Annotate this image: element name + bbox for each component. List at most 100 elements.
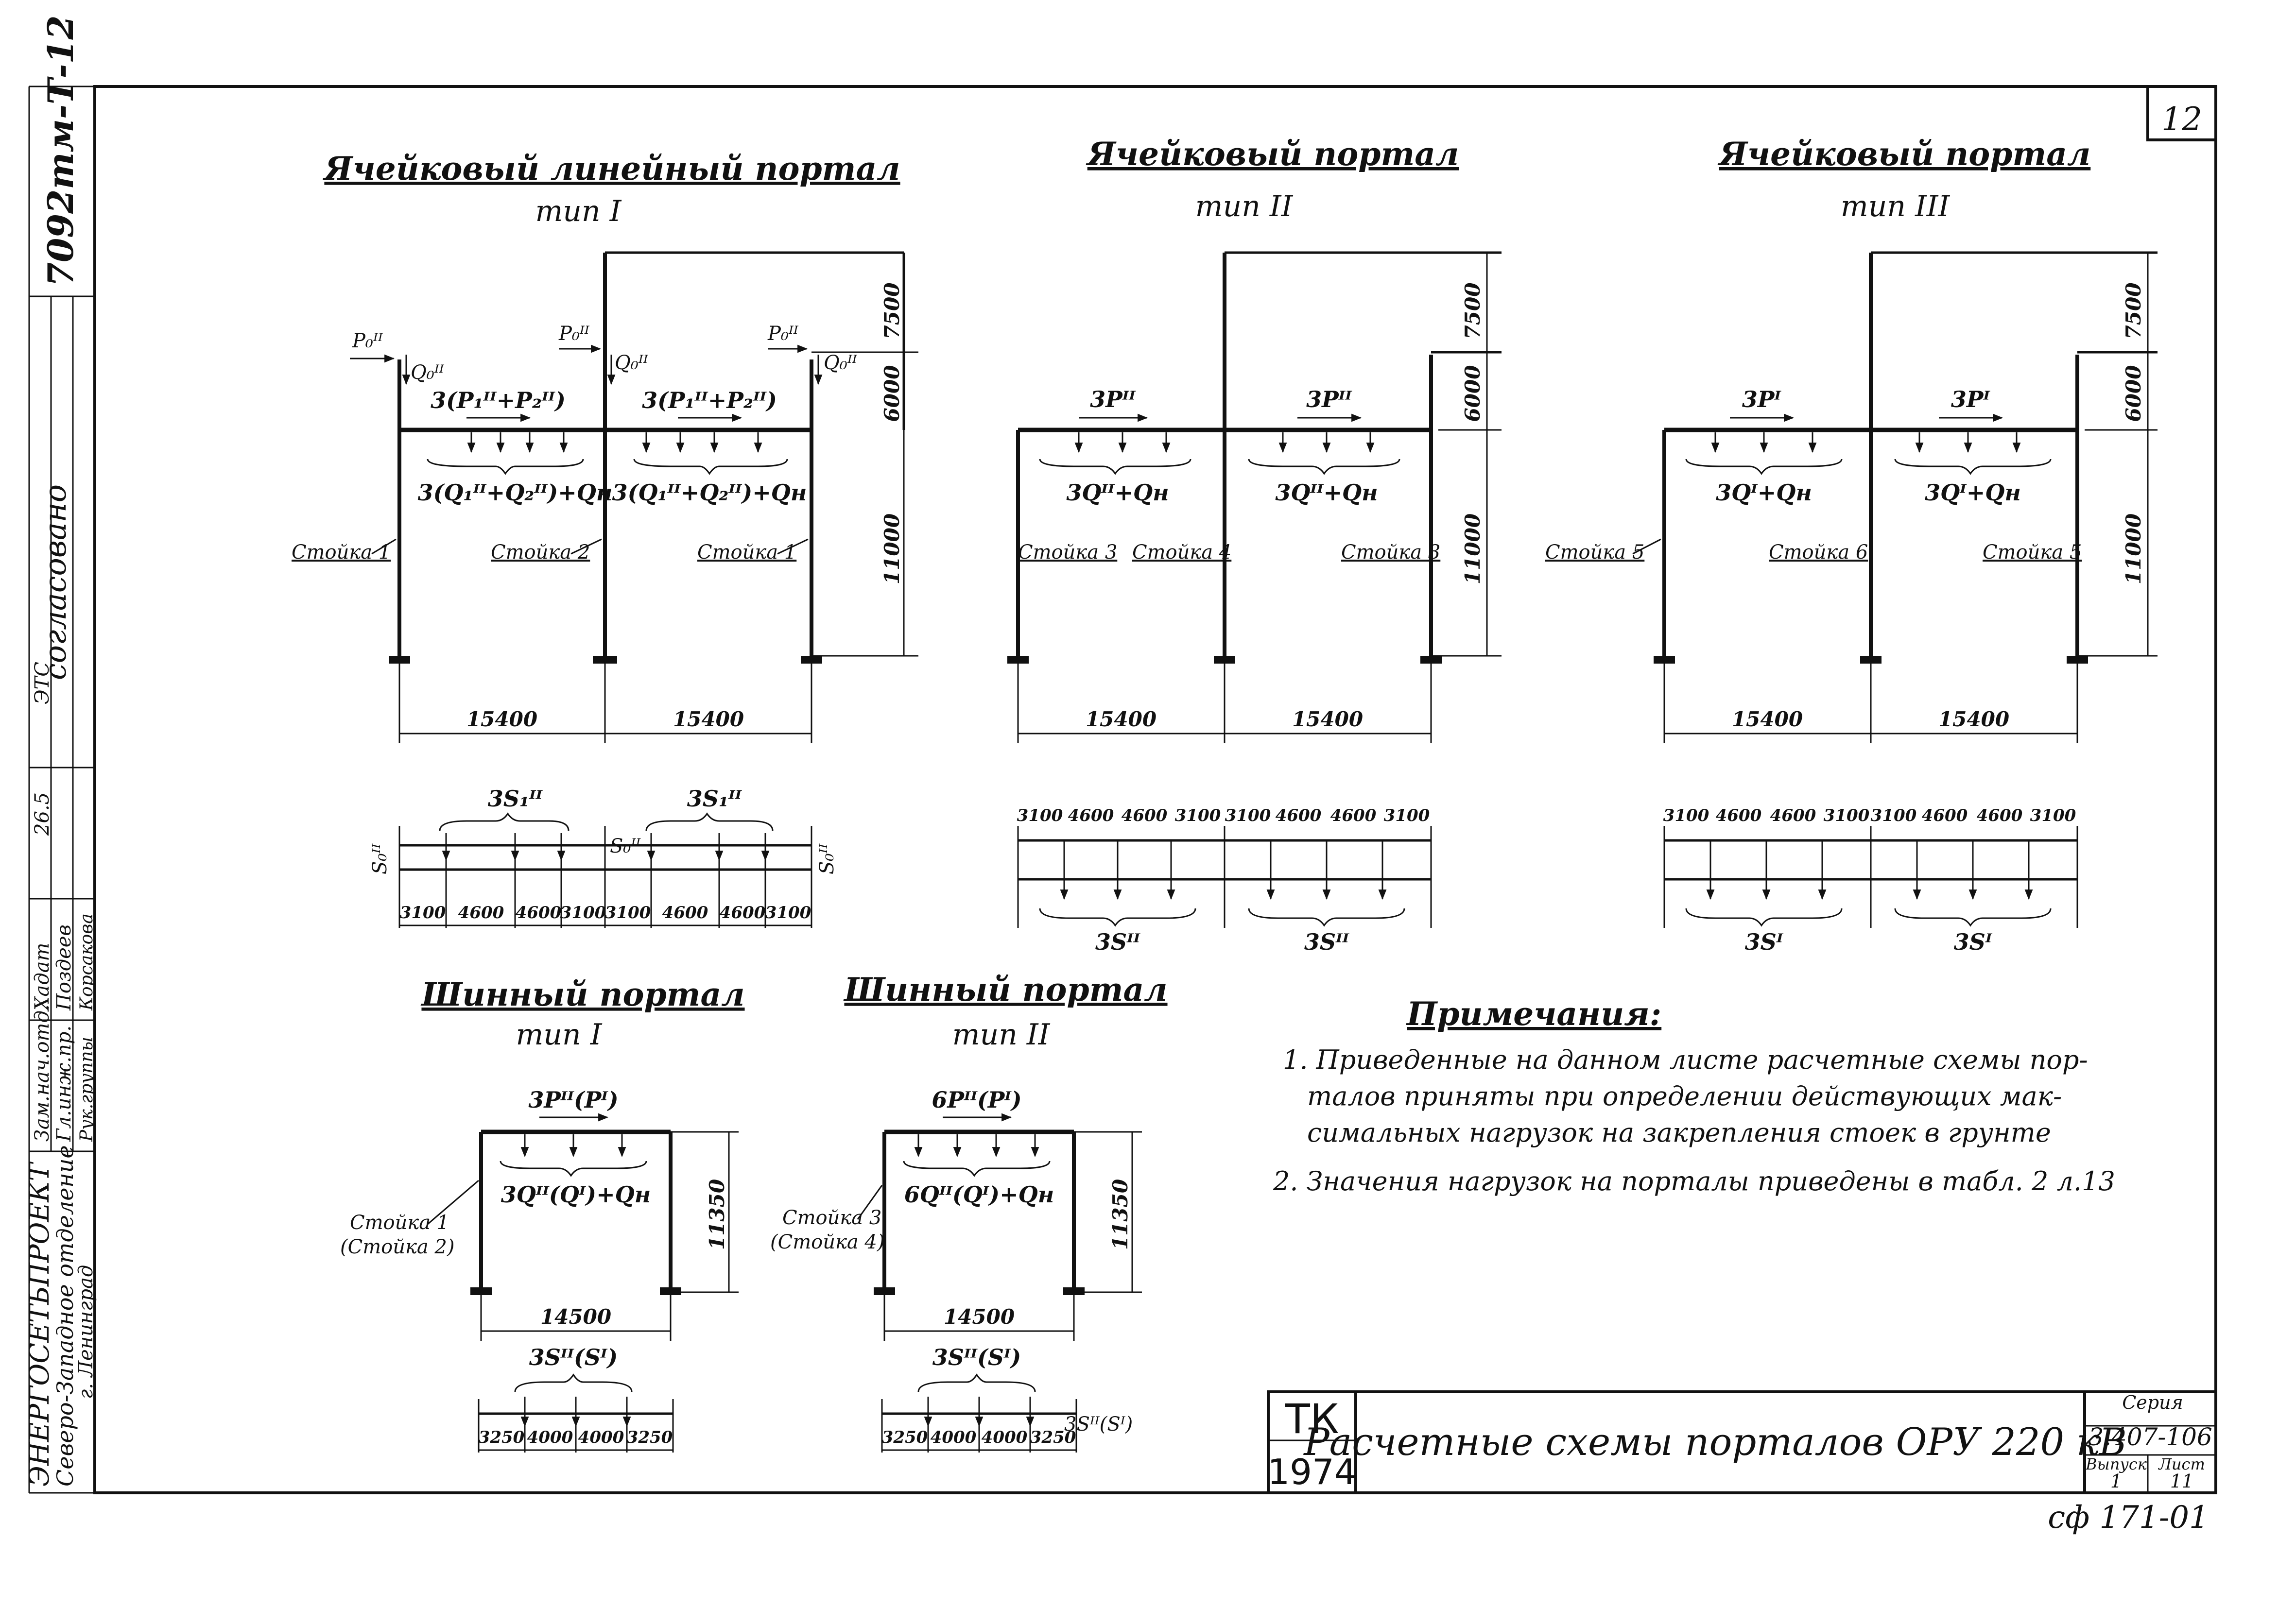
portal-3-title: Ячейковый портал xyxy=(1717,135,2091,173)
notes: Примечания: 1. Приведенные на данном лис… xyxy=(1273,995,2115,1197)
portal-1-plan-sp-3: 4600 xyxy=(516,903,562,923)
portal-2-plan-sp-2: 4600 xyxy=(1068,806,1114,825)
notes-line-2: талов приняты при определении действующи… xyxy=(1307,1081,2062,1111)
portal-2-beam-load-1: 3Рᴵᴵ xyxy=(1090,386,1136,412)
side-stamp: 7092тм-Т-12 согласовано 26.5 ЭТС Зам.нач… xyxy=(24,15,97,1494)
portal-3-dim-bottom: 11000 xyxy=(2122,513,2145,584)
tb-series: 3.407-106 xyxy=(2088,1423,2212,1451)
portal-3-plan-sp-8: 3100 xyxy=(2030,806,2076,825)
portal-2-plan-sp-5: 3100 xyxy=(1225,806,1271,825)
portal-2-plan-sp-8: 3100 xyxy=(1384,806,1430,825)
portal-1-dim-mid: 6000 xyxy=(880,365,904,422)
side-org-city: г. Ленинград xyxy=(75,1265,97,1399)
portal-1-title: Ячейковый линейный портал xyxy=(322,150,900,188)
portal-4-plan-sp-3: 4000 xyxy=(578,1428,624,1447)
portal-1-dim-top: 7500 xyxy=(880,283,904,340)
portal-1-beam-load-1: 3(Р₁ᴵᴵ+Р₂ᴵᴵ) xyxy=(431,387,566,413)
portal-3-beam-load-1: 3Рᴵ xyxy=(1742,386,1782,412)
portal-1-plan-sp-4: 3100 xyxy=(560,903,606,923)
side-org: ЭНЕРГОСЕТЬПРОЕКТ xyxy=(24,1161,55,1487)
portal-2-title: Ячейковый портал xyxy=(1086,135,1459,173)
portal-4-beam-load: 3Рᴵᴵ(Рᴵ) xyxy=(528,1087,618,1113)
portal-3-vert-load-2: 3Qᴵ+Qн xyxy=(1925,479,2021,506)
portal-3-post-2: Стойка 6 xyxy=(1769,541,1868,564)
page-number-box xyxy=(2146,85,2217,141)
portal-1-frame: Ячейковый линейный портал тип I 7500 600… xyxy=(292,150,918,743)
portal-2-dim-bottom: 11000 xyxy=(1461,513,1485,584)
side-role-1: Зам.нач.отд. xyxy=(31,1004,53,1142)
portal-3-post-3: Стойка 5 xyxy=(1983,541,2082,564)
portal-4-plan-load: 3Sᴵᴵ(Sᴵ) xyxy=(529,1344,618,1370)
portal-3-frame: Ячейковый портал тип III 7500 6000 11000… xyxy=(1545,135,2158,743)
portal-5-plan-sp-1: 3250 xyxy=(882,1428,928,1447)
title-block: ТК 1974 Расчетные схемы порталов ОРУ 220… xyxy=(1267,1390,2217,1536)
portal-2-dim-span2: 15400 xyxy=(1292,707,1363,731)
side-role-3: Рук.группы xyxy=(77,1037,97,1142)
portal-3-plan: 3Sᴵ 3Sᴵ 3100 4600 4600 3100 3100 4600 46… xyxy=(1663,806,2078,955)
portal-4-post-1: Стойка 1 xyxy=(350,1212,449,1234)
side-name-1: Хадат xyxy=(31,943,53,1012)
portal-1-p0-2: Р₀ᴵᴵ xyxy=(558,323,590,345)
portal-3-plan-sp-4: 3100 xyxy=(1824,806,1870,825)
portal-1-plan-s0-3: S₀ᴵᴵ xyxy=(816,843,838,874)
portal-5-plan-load: 3Sᴵᴵ(Sᴵ) xyxy=(932,1344,1021,1370)
portal-2-plan-sp-4: 3100 xyxy=(1175,806,1221,825)
portal-3-beam-load-2: 3Рᴵ xyxy=(1951,386,1991,412)
portal-3-plan-sp-1: 3100 xyxy=(1663,806,1709,825)
tb-year: 1974 xyxy=(1267,1452,1356,1492)
portal-3-dim-span1: 15400 xyxy=(1732,707,1803,731)
portal-2-plan: 3Sᴵᴵ 3Sᴵᴵ 3100 4600 4600 3100 3100 4600 … xyxy=(1017,806,1432,955)
notes-line-4: 2. Значения нагрузок на порталы приведен… xyxy=(1273,1166,2115,1197)
portal-3-type: тип III xyxy=(1841,189,1951,223)
portal-4-post-2: (Стойка 2) xyxy=(340,1236,455,1258)
portal-2-dim-span1: 15400 xyxy=(1086,707,1157,731)
page-number: 12 xyxy=(2161,101,2202,138)
portal-4-frame: Шинный портал тип I 11350 14500 3Рᴵᴵ(Рᴵ)… xyxy=(340,975,745,1341)
side-agreed: согласовано xyxy=(37,484,73,680)
portal-1-post-1: Стойка 1 xyxy=(292,541,391,564)
portal-5-plan-sp-3: 4000 xyxy=(982,1428,1028,1447)
portal-2-dim-top: 7500 xyxy=(1461,283,1485,340)
tb-series-label: Серия xyxy=(2122,1392,2183,1413)
tb-issue: 1 xyxy=(2110,1470,2122,1492)
portal-2-post-3: Стойка 3 xyxy=(1341,541,1440,564)
portal-3-plan-sp-2: 4600 xyxy=(1716,806,1762,825)
portal-5-dim-height: 11350 xyxy=(1108,1179,1132,1250)
portal-1-plan-load-1: 3S₁ᴵᴵ xyxy=(488,786,543,812)
portal-5-post-2: (Стойка 4) xyxy=(770,1231,885,1253)
tb-sheet: 11 xyxy=(2170,1470,2193,1492)
portal-1-beam-load-2: 3(Р₁ᴵᴵ+Р₂ᴵᴵ) xyxy=(642,387,777,413)
portal-3-dim-top: 7500 xyxy=(2122,283,2145,340)
portal-2-plan-sp-6: 4600 xyxy=(1276,806,1322,825)
portal-2-frame: Ячейковый портал тип II 7500 6000 11000 … xyxy=(1007,135,1502,743)
portal-1-plan-sp-7: 4600 xyxy=(720,903,766,923)
portal-1-plan-sp-2: 4600 xyxy=(458,903,504,923)
portal-5-post-1: Стойка 3 xyxy=(782,1207,881,1229)
portal-2-plan-load-2: 3Sᴵᴵ xyxy=(1304,929,1350,955)
portal-1-q0-1: Q₀ᴵᴵ xyxy=(411,361,445,384)
portal-4-plan-sp-2: 4000 xyxy=(527,1428,573,1447)
side-name-3: Корсакова xyxy=(77,913,97,1011)
portal-5-frame: Шинный портал тип II 11350 14500 6Рᴵᴵ(Рᴵ… xyxy=(770,971,1168,1341)
portal-2-plan-sp-7: 4600 xyxy=(1330,806,1377,825)
notes-line-1: 1. Приведенные на данном листе расчетные… xyxy=(1283,1044,2088,1075)
portal-2-type: тип II xyxy=(1195,189,1294,223)
side-date: 26.5 xyxy=(31,792,53,836)
portal-1-p0-1: Р₀ᴵᴵ xyxy=(352,330,383,352)
tb-title: Расчетные схемы порталов ОРУ 220 кВ xyxy=(1303,1420,2127,1464)
portal-2-dim-mid: 6000 xyxy=(1461,365,1485,422)
portal-3-plan-sp-5: 3100 xyxy=(1871,806,1917,825)
portal-5-beam-load: 6Рᴵᴵ(Рᴵ) xyxy=(932,1087,1021,1113)
portal-5-plan-load-side: 3Sᴵᴵ(Sᴵ) xyxy=(1064,1413,1133,1436)
side-name-2: Поздеев xyxy=(53,924,75,1011)
portal-3-plan-sp-7: 4600 xyxy=(1977,806,2023,825)
portal-1-vert-load-1: 3(Q₁ᴵᴵ+Q₂ᴵᴵ)+Qн xyxy=(418,479,613,506)
portal-3-post-1: Стойка 5 xyxy=(1545,541,1644,564)
portal-2-plan-load-1: 3Sᴵᴵ xyxy=(1095,929,1141,955)
portal-4-title: Шинный портал xyxy=(420,975,744,1013)
notes-title: Примечания: xyxy=(1406,995,1661,1033)
notes-line-3: симальных нагрузок на закрепления стоек … xyxy=(1307,1117,2051,1148)
portal-2-plan-sp-3: 4600 xyxy=(1122,806,1168,825)
portal-2-vert-load-2: 3Qᴵᴵ+Qн xyxy=(1275,479,1378,506)
portal-3-plan-load-1: 3Sᴵ xyxy=(1745,929,1784,955)
